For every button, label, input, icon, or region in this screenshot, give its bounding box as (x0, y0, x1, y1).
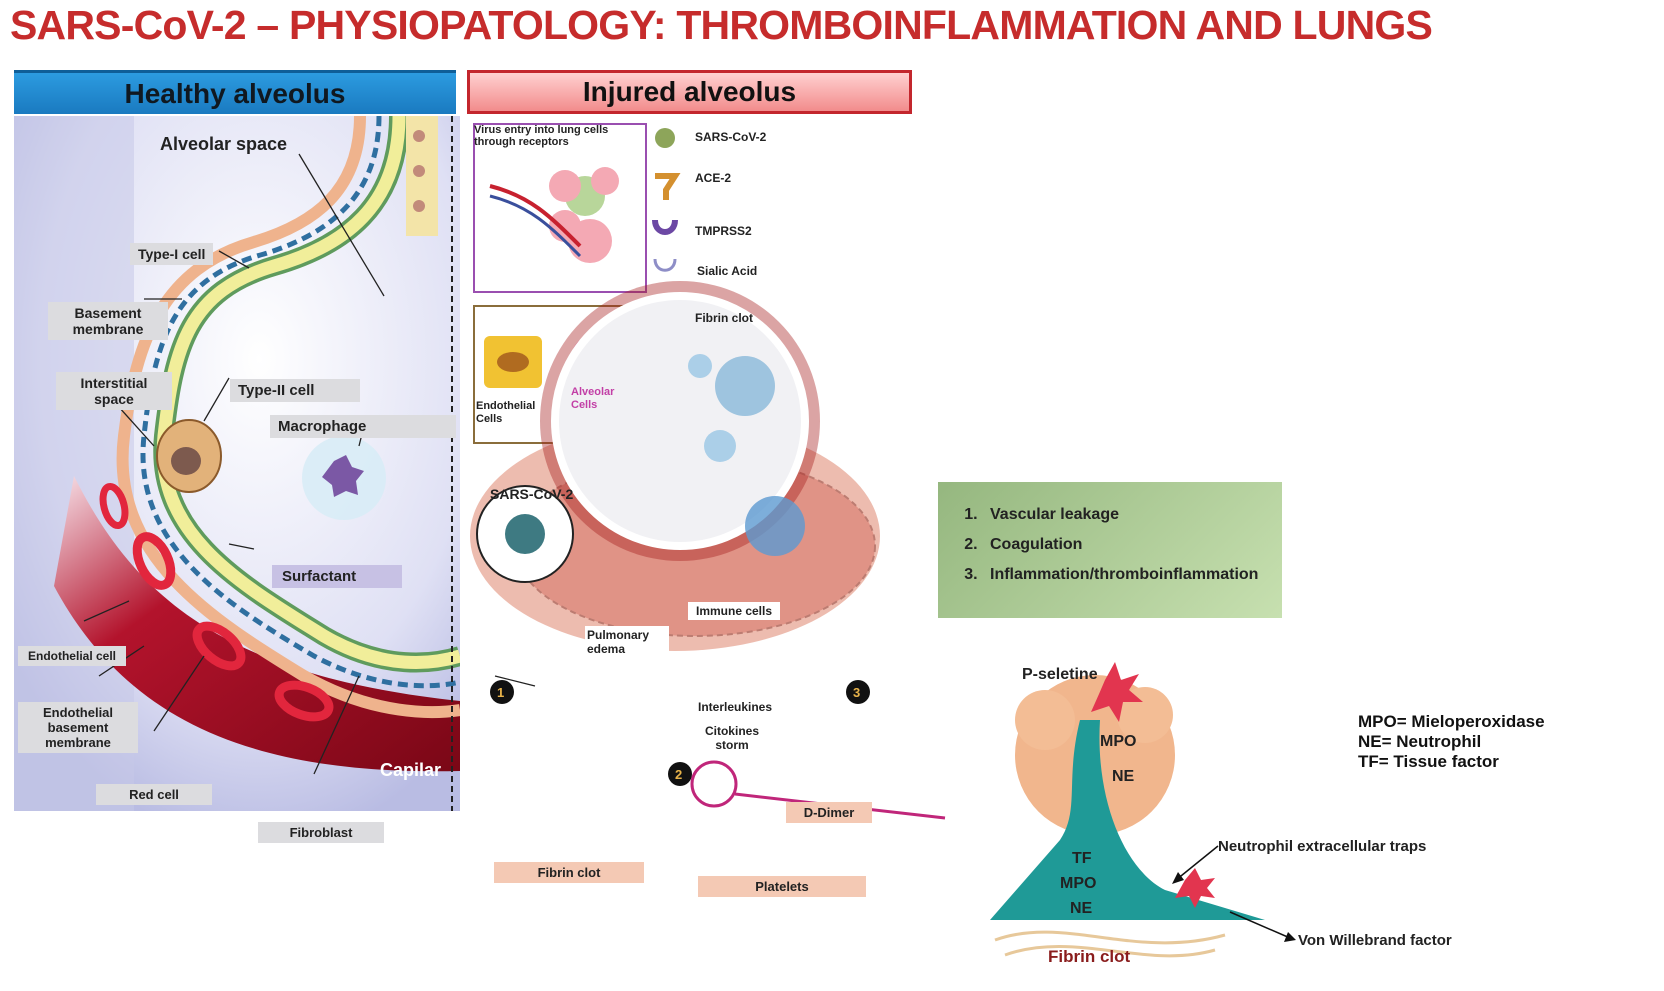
fibrin-clot-net-label: Fibrin clot (1048, 947, 1131, 966)
injured-alveolus-illustration (470, 123, 946, 820)
capilar-label: Capilar (380, 760, 442, 780)
fibrin-clot-label: Fibrin clot (494, 862, 644, 883)
neutrophil-extracellular-traps-label: Neutrophil extracellular traps (1218, 838, 1427, 855)
virus-entry-label: Virus entry into lung cells through rece… (474, 124, 609, 148)
interleukines-label: Interleukines (680, 698, 790, 716)
tmprss2-icon (652, 219, 678, 235)
clot-magnifier (690, 760, 738, 808)
effect-item: Coagulation (982, 530, 1282, 560)
ne-net-label: NE (1070, 900, 1093, 917)
d-dimer-label: D-Dimer (786, 802, 872, 823)
virus-entry-inset (473, 123, 647, 293)
type-ii-cell-label: Type-II cell (230, 379, 360, 402)
mpo-label: MPO (1100, 733, 1137, 750)
sialic-acid-icon (653, 258, 677, 272)
ace2-icon (655, 173, 681, 200)
marker-2: 2 (675, 767, 683, 782)
effect-item: Inflammation/thromboinflammation (982, 560, 1282, 590)
healthy-alveolus-illustration (14, 116, 460, 811)
sars-cov-2-icon (655, 128, 675, 148)
mpo-net-label: MPO (1060, 875, 1097, 892)
alveolar-space-label: Alveolar space (160, 134, 288, 154)
legend-ace-2: ACE-2 (695, 171, 732, 185)
effects-box: Vascular leakage Coagulation Inflammatio… (938, 482, 1282, 618)
platelets-label: Platelets (698, 876, 866, 897)
arrows (1172, 845, 1296, 942)
abbreviation-item: MPO= Mieloperoxidase (1358, 712, 1545, 731)
legend-tmprss2: TMPRSS2 (695, 224, 752, 238)
surfactant-label: Surfactant (272, 565, 402, 588)
basement-membrane-label: Basement membrane (48, 302, 168, 340)
ne-label: NE (1112, 768, 1135, 785)
page-title: SARS-CoV-2 – PHYSIOPATOLOGY: THROMBOINFL… (10, 2, 1433, 48)
abbreviation-list: MPO= Mieloperoxidase NE= Neutrophil TF= … (1358, 712, 1545, 772)
p-selectin-star (1091, 662, 1143, 722)
immune-cells-label: Immune cells (688, 602, 780, 620)
abbreviation-item: NE= Neutrophil (1358, 732, 1482, 751)
legend-fibrin-clot: Fibrin clot (695, 311, 753, 325)
endothelial-cells-label: Endothelial Cells (476, 400, 536, 425)
red-cell-label: Red cell (96, 784, 212, 805)
fibroblast-label: Fibroblast (258, 822, 384, 843)
effect-item: Vascular leakage (982, 500, 1282, 530)
legend-sialic-acid: Sialic Acid (697, 264, 758, 278)
pulmonary-edema-label: Pulmonary edema (585, 626, 669, 658)
endothelial-basement-membrane-label: Endothelial basement membrane (18, 702, 138, 753)
tf-label: TF (1072, 850, 1092, 867)
neutrophil-traps (990, 720, 1265, 920)
marker-1: 1 (497, 685, 505, 700)
p-seletine-label: P-seletine (1022, 666, 1098, 683)
macrophage-label: Macrophage (270, 415, 456, 438)
von-willebrand-factor-label: Von Willebrand factor (1298, 932, 1452, 949)
healthy-alveolus-header: Healthy alveolus (14, 70, 456, 114)
abbreviation-item: TF= Tissue factor (1358, 752, 1499, 771)
interstitial-space-label: Interstitial space (56, 372, 172, 410)
sars-cov-2-label: SARS-CoV-2 (490, 486, 574, 502)
cytokines-storm-label: Citokines storm (686, 722, 778, 754)
marker-3: 3 (853, 685, 861, 700)
legend-sars-cov-2: SARS-CoV-2 (695, 130, 767, 144)
neutrophil-net-illustration (990, 662, 1265, 958)
injured-alveolus-header: Injured alveolus (467, 70, 912, 114)
type-i-cell-label: Type-I cell (130, 243, 214, 265)
alveolar-cells-label: Alveolar Cells (571, 386, 615, 411)
endothelial-cell-label: Endothelial cell (18, 646, 126, 666)
